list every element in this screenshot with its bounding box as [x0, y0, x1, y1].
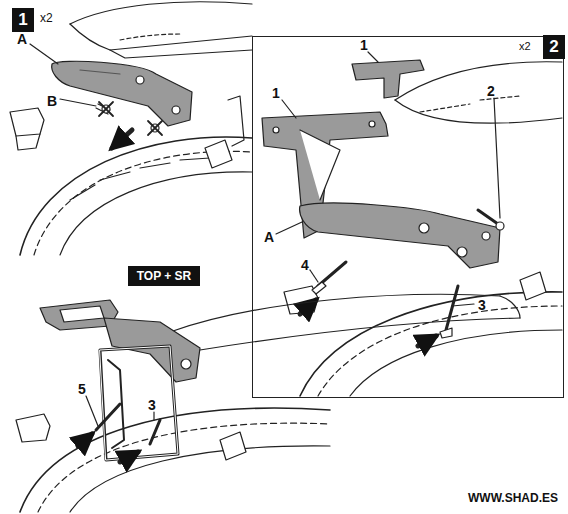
step2-bike	[262, 52, 562, 396]
badge-text: 2	[549, 37, 558, 57]
part-letter: A	[264, 230, 274, 244]
step-panel: x2 2	[252, 36, 564, 398]
callout-number: 2	[487, 84, 495, 98]
callout-number: 3	[148, 398, 156, 412]
callout-number: 1	[360, 38, 368, 52]
step-badge: 1	[12, 8, 34, 32]
part-letter: A	[17, 32, 27, 46]
callout-number: 1	[272, 86, 280, 100]
kit-tag: TOP + SR	[128, 266, 200, 286]
callout-number: 4	[301, 258, 309, 272]
badge-text: TOP + SR	[137, 269, 192, 283]
quantity-note: x2	[40, 12, 53, 24]
callout-number: 3	[478, 298, 486, 312]
part-letter: B	[47, 94, 57, 108]
step-badge: 2	[543, 35, 565, 59]
callout-number: 5	[78, 382, 86, 396]
top-sr-bike	[16, 294, 520, 512]
quantity-note: x2	[519, 40, 531, 52]
badge-text: 1	[18, 10, 27, 30]
step1-bike	[10, 2, 252, 255]
website: WWW.SHAD.ES	[468, 492, 558, 504]
